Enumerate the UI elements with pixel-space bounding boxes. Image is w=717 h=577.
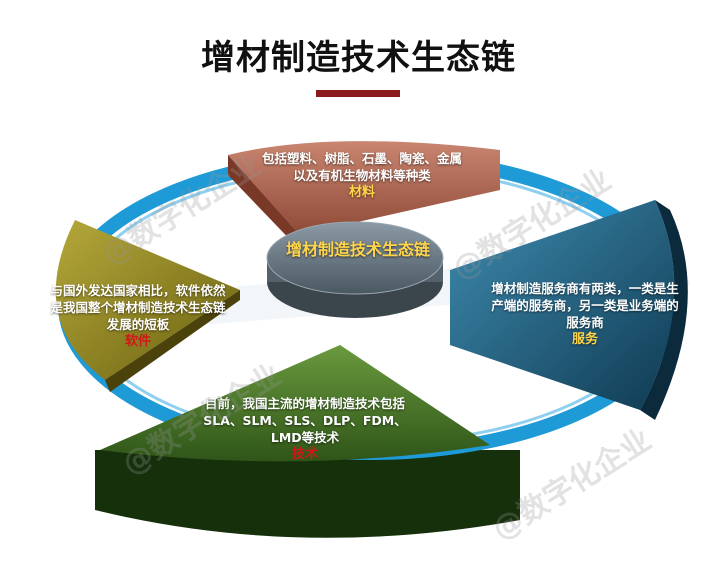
- software-segment: [55, 220, 241, 380]
- materials-label: 材料: [348, 185, 375, 200]
- page-title: 增材制造技术生态链: [201, 38, 516, 78]
- title-underline: [316, 90, 400, 97]
- services-segment-side: [640, 200, 688, 420]
- technology-label: 技术: [291, 447, 318, 462]
- services-desc: 增材制造服务商有两类，一类是生产端的服务商，另一类是业务端的服务商: [491, 281, 679, 330]
- software-label: 软件: [124, 334, 151, 349]
- materials-segment: [228, 141, 500, 235]
- hub-top: [266, 221, 444, 295]
- services-block: 增材制造服务商有两类，一类是生产端的服务商，另一类是业务端的服务商 服务: [490, 280, 680, 348]
- technology-desc: 目前，我国主流的增材制造技术包括SLA、SLM、SLS、DLP、FDM、LMD等…: [203, 396, 407, 445]
- software-desc: 与国外发达国家相比，软件依然是我国整个增材制造技术生态链发展的短板: [50, 283, 226, 332]
- materials-block: 包括塑料、树脂、石墨、陶瓷、金属以及有机生物材料等种类 材料: [262, 150, 462, 201]
- materials-desc: 包括塑料、树脂、石墨、陶瓷、金属以及有机生物材料等种类: [262, 151, 463, 183]
- technology-block: 目前，我国主流的增材制造技术包括SLA、SLM、SLS、DLP、FDM、LMD等…: [200, 395, 410, 463]
- technology-segment: [100, 345, 490, 462]
- software-block: 与国外发达国家相比，软件依然是我国整个增材制造技术生态链发展的短板 软件: [48, 282, 228, 350]
- services-label: 服务: [571, 332, 598, 347]
- center-hub-label: 增材制造技术生态链: [285, 240, 430, 259]
- services-segment: [450, 200, 675, 410]
- technology-base: [95, 450, 520, 538]
- materials-segment-side: [228, 155, 300, 250]
- software-segment-side: [105, 290, 240, 392]
